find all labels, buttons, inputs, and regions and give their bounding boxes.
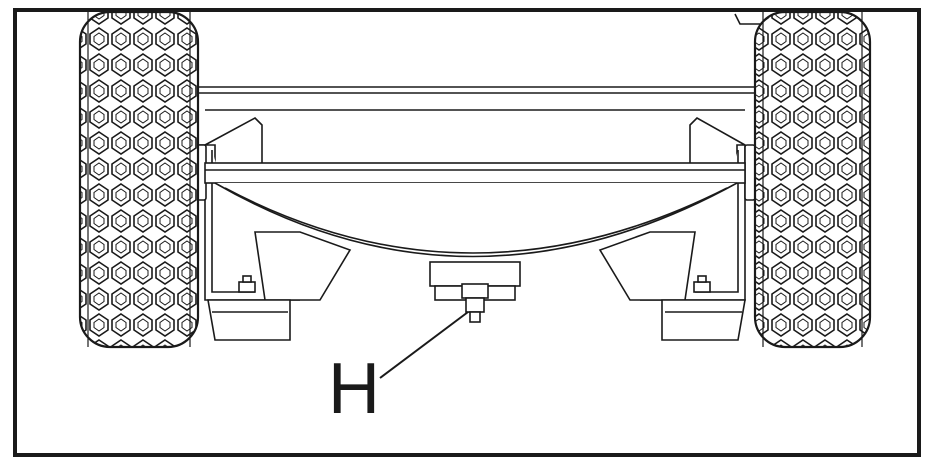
mower-body [190, 13, 760, 341]
callout-label-h: H [328, 349, 380, 429]
right-wheel [753, 10, 872, 349]
callout-leader-line [379, 311, 469, 379]
left-wheel [78, 10, 200, 349]
